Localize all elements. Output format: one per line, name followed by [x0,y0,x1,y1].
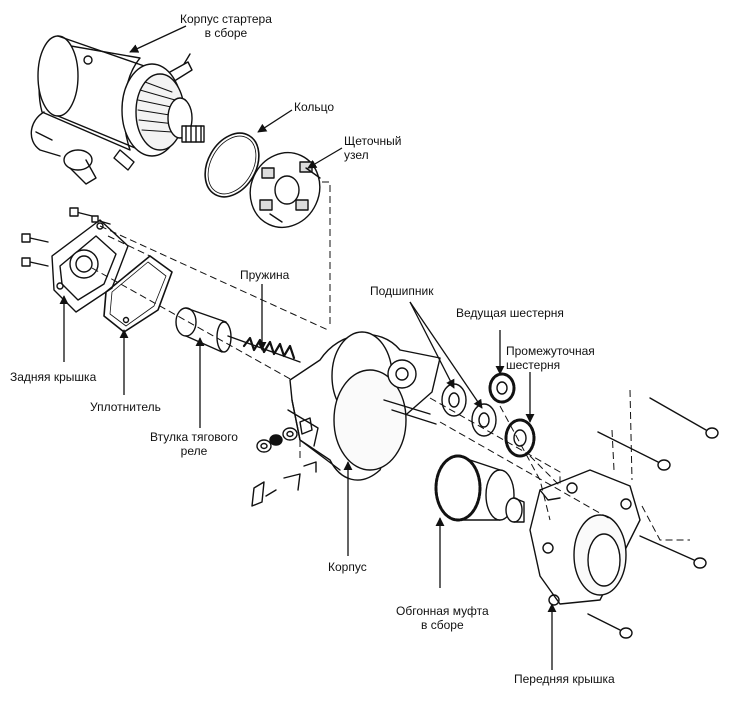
label-front-cover: Передняя крышка [514,672,615,686]
label-line: Втулка тягового [150,430,238,444]
label-line: шестерня [506,358,561,372]
label-line: Корпус стартера [180,12,272,26]
gasket [103,255,173,333]
label-line: Пружина [240,268,290,282]
label-line: реле [180,444,208,458]
label-brush-holder: Щеточный узел [344,134,402,162]
brush-holder-assembly [249,151,321,229]
front-cover [529,469,641,606]
label-line: Передняя крышка [514,672,615,686]
small-hardware [251,417,317,507]
label-idler-gear: Промежуточная шестерня [506,344,595,372]
label-line: Задняя крышка [10,370,97,384]
label-line: Подшипник [370,284,434,298]
label-line: Кольцо [294,100,335,114]
label-line: Уплотнитель [90,400,161,414]
label-line: Щеточный [344,134,402,148]
label-housing: Корпус [328,560,367,574]
label-spring: Пружина [240,268,289,282]
label-line: Корпус [328,560,367,574]
label-line: Обгонная муфта [396,604,489,618]
label-line: узел [344,148,369,162]
label-line: Промежуточная [506,344,595,358]
rear-cover-bolts [21,207,111,267]
label-solenoid-bushing: Втулка тягового реле [150,430,238,458]
label-line: Ведущая шестерня [456,306,564,320]
overrunning-clutch [434,454,525,523]
housing [287,331,441,481]
label-line: в сборе [421,618,464,632]
starter-motor-assembly [30,35,205,185]
idler-gear [504,418,536,458]
label-bearing: Подшипник [370,284,433,298]
drive-gear [488,372,516,404]
label-rear-cover: Задняя крышка [10,370,96,384]
label-line: в сборе [204,26,248,40]
solenoid-plunger [175,307,301,363]
label-overrunning-clutch: Обгонная муфта в сборе [396,604,489,632]
leader-lines [59,25,557,670]
label-drive-gear: Ведущая шестерня [456,306,564,320]
o-ring [204,132,260,198]
label-ring: Кольцо [294,100,334,114]
bearings [441,383,497,437]
through-bolts [587,397,719,639]
label-starter-body: Корпус стартера в сборе [180,12,272,40]
spring [242,336,296,360]
label-gasket: Уплотнитель [90,400,161,414]
assembly-guide-lines [91,181,690,541]
